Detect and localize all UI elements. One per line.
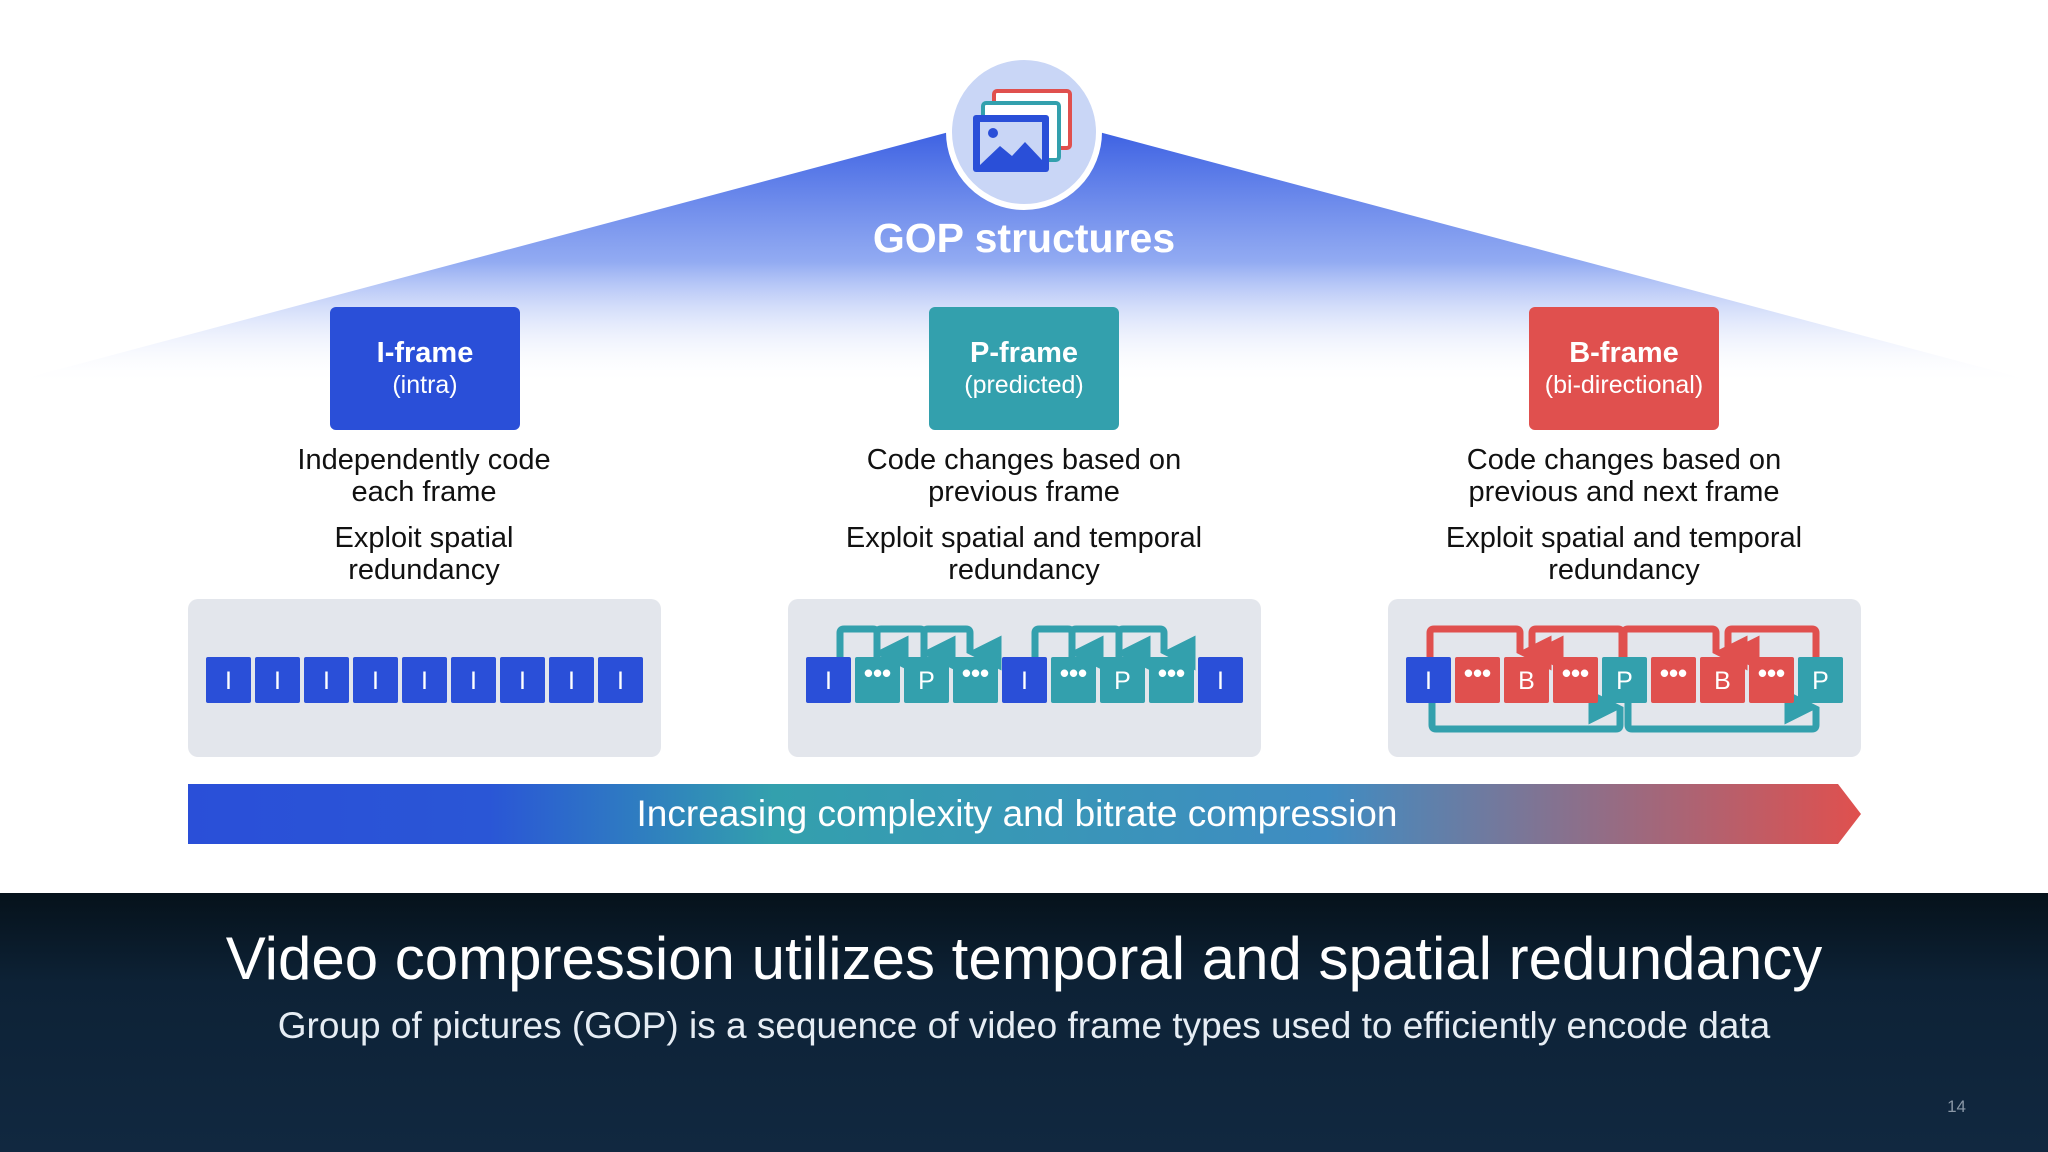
frame-cell-label: I xyxy=(274,667,281,695)
frame-cell-label: I xyxy=(1425,667,1432,695)
frame-cell-label: P xyxy=(1812,667,1829,695)
frame-cell xyxy=(1700,657,1745,703)
b-frame-title: B-frame xyxy=(1569,337,1679,369)
frame-cell-label: ••• xyxy=(1758,658,1785,688)
frame-cell xyxy=(806,657,851,703)
frame-cell-label: P xyxy=(1616,667,1633,695)
frame-cell-label: P xyxy=(1114,667,1131,695)
frame-cell xyxy=(451,657,496,703)
page-number: 14 xyxy=(1947,1097,1966,1116)
frame-cell-label: I xyxy=(1217,667,1224,695)
frame-cell xyxy=(255,657,300,703)
frame-cell xyxy=(1749,657,1794,703)
b-frame-description: Code changes based on previous and next … xyxy=(1394,444,1854,586)
frame-cell-label: ••• xyxy=(1158,658,1185,688)
frame-cell xyxy=(904,657,949,703)
frame-cell-label: ••• xyxy=(1660,658,1687,688)
frame-cell-label: ••• xyxy=(962,658,989,688)
i-frame-description-text: Independently code each frame xyxy=(297,444,551,508)
p-frame-description: Code changes based on previous frame Exp… xyxy=(794,444,1254,586)
frame-cell-label: I xyxy=(421,667,428,695)
b-reference-arrows xyxy=(1426,625,1820,733)
frame-cell xyxy=(1553,657,1598,703)
frame-cell-label: ••• xyxy=(1464,658,1491,688)
b-frame-box: B-frame (bi-directional) xyxy=(1529,307,1719,430)
p-frame-title: P-frame xyxy=(970,337,1078,369)
frame-cell-label: ••• xyxy=(1060,658,1087,688)
frame-cell xyxy=(1198,657,1243,703)
frame-cell xyxy=(402,657,447,703)
diagram-title: GOP structures xyxy=(873,215,1175,261)
frame-cell-label: I xyxy=(1021,667,1028,695)
b-frame-description-text: Code changes based on previous and next … xyxy=(1466,444,1782,508)
frame-cell-label: I xyxy=(372,667,379,695)
i-frame-title: I-frame xyxy=(376,337,474,369)
frame-cell xyxy=(1798,657,1843,703)
complexity-arrow xyxy=(188,784,1861,844)
frame-cell-label: I xyxy=(519,667,526,695)
slide-headline: Video compression utilizes temporal and … xyxy=(225,925,1823,992)
frame-cell-label: I xyxy=(323,667,330,695)
p-reference-arrows xyxy=(836,625,1196,671)
frame-cell xyxy=(1149,657,1194,703)
frame-cell-label: I xyxy=(568,667,575,695)
complexity-label: Increasing complexity and bitrate compre… xyxy=(637,793,1398,834)
frame-cell xyxy=(304,657,349,703)
b-frame-exploit-text: Exploit spatial and temporal redundancy xyxy=(1445,522,1803,586)
frame-cell xyxy=(549,657,594,703)
p-frame-description-text: Code changes based on previous frame xyxy=(866,444,1182,508)
i-frame-subtitle: (intra) xyxy=(392,371,458,399)
i-frame-box: I-frame (intra) xyxy=(330,307,520,430)
p-frame-subtitle: (predicted) xyxy=(964,371,1084,399)
image-stack-icon xyxy=(946,54,1102,210)
frame-cell xyxy=(1651,657,1696,703)
frame-cell xyxy=(1455,657,1500,703)
frame-cell-label: ••• xyxy=(864,658,891,688)
frame-cell-label: B xyxy=(1714,667,1731,695)
frame-cell xyxy=(855,657,900,703)
slide-subheadline: Group of pictures (GOP) is a sequence of… xyxy=(277,1005,1771,1046)
frame-cell xyxy=(1051,657,1096,703)
frame-cell-label: I xyxy=(825,667,832,695)
i-frame-description: Independently code each frame Exploit sp… xyxy=(194,444,654,586)
frame-cell xyxy=(1602,657,1647,703)
footer-band xyxy=(0,893,2048,1152)
frame-cell xyxy=(953,657,998,703)
frame-cell xyxy=(1100,657,1145,703)
frame-cell xyxy=(500,657,545,703)
frame-cell xyxy=(1002,657,1047,703)
frame-cell-label: I xyxy=(617,667,624,695)
frame-cell xyxy=(206,657,251,703)
frame-cell xyxy=(1406,657,1451,703)
frame-cell-label: P xyxy=(918,667,935,695)
frame-cell-label: I xyxy=(470,667,477,695)
i-frame-exploit-text: Exploit spatial redundancy xyxy=(334,522,514,586)
p-frame-exploit-text: Exploit spatial and temporal redundancy xyxy=(845,522,1203,586)
frame-cell-label: I xyxy=(225,667,232,695)
frame-cell-label: ••• xyxy=(1562,658,1589,688)
b-frame-subtitle: (bi-directional) xyxy=(1544,371,1704,399)
p-frame-sequence: I ••• P ••• I ••• P ••• I xyxy=(806,657,1243,703)
b-frame-sequence: I ••• B ••• P ••• B ••• P xyxy=(1406,657,1843,703)
frame-cell xyxy=(1504,657,1549,703)
frame-cell xyxy=(353,657,398,703)
frame-cell xyxy=(598,657,643,703)
frame-cell-label: B xyxy=(1518,667,1535,695)
p-frame-box: P-frame (predicted) xyxy=(929,307,1119,430)
